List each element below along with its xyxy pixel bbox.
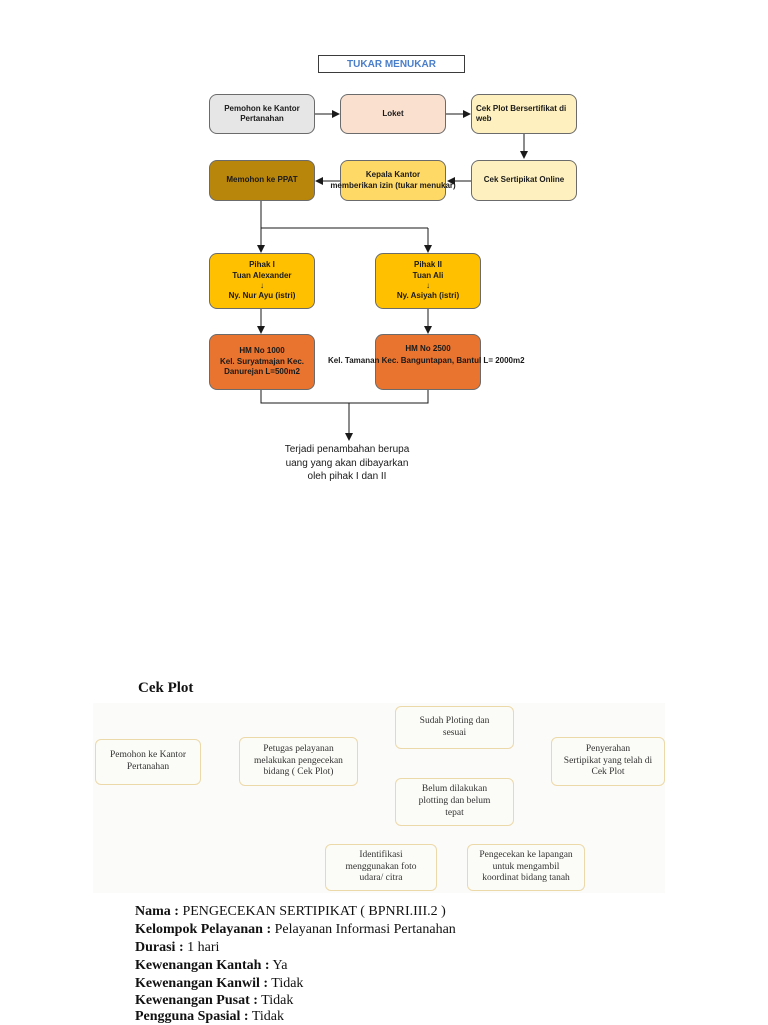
cp-node-identifikasi: Identifikasi menggunakan foto udara/ cit… bbox=[325, 844, 437, 891]
cp-node-petugas: Petugas pelayanan melakukan pengecekan b… bbox=[239, 737, 358, 786]
node-memohon-ppat: Memohon ke PPAT bbox=[209, 160, 315, 201]
info-durasi-label: Durasi : bbox=[135, 940, 184, 955]
info-pusat-value: Tidak bbox=[257, 993, 294, 1008]
node-pihak-1: Pihak I Tuan Alexander ↓ Ny. Nur Ayu (is… bbox=[209, 253, 315, 309]
flowchart-title: TUKAR MENUKAR bbox=[318, 55, 465, 73]
node-cek-plot-web: Cek Plot Bersertifikat di web bbox=[471, 94, 577, 134]
info-durasi: Durasi : 1 hari bbox=[135, 940, 219, 956]
info-spasial-value: Tidak bbox=[248, 1009, 285, 1024]
node-hm-1000: HM No 1000 Kel. Suryatmajan Kec. Danurej… bbox=[209, 334, 315, 390]
info-kanwil-value: Tidak bbox=[268, 976, 304, 991]
cp-node-sudah-ploting: Sudah Ploting dan sesuai bbox=[395, 706, 514, 749]
node-hm-2500: HM No 2500 bbox=[375, 334, 481, 390]
info-nama-value: PENGECEKAN SERTIPIKAT ( BPNRI.III.2 ) bbox=[178, 904, 446, 919]
node-pemohon-kantor: Pemohon ke Kantor Pertanahan bbox=[209, 94, 315, 134]
node-loket: Loket bbox=[340, 94, 446, 134]
info-kantah-value: Ya bbox=[269, 958, 288, 973]
info-kantah-label: Kewenangan Kantah : bbox=[135, 958, 270, 973]
info-pengguna-spasial: Pengguna Spasial : Tidak bbox=[135, 1009, 284, 1025]
hm-2500-title: HM No 2500 bbox=[405, 344, 451, 353]
info-kewenangan-pusat: Kewenangan Pusat : Tidak bbox=[135, 993, 293, 1009]
info-pusat-label: Kewenangan Pusat : bbox=[135, 993, 258, 1008]
node-cek-sertipikat-online: Cek Sertipikat Online bbox=[471, 160, 577, 201]
cp-node-pengecekan-lapangan: Pengecekan ke lapangan untuk mengambil k… bbox=[467, 844, 585, 891]
cp-node-penyerahan: Penyerahan Sertipikat yang telah di Cek … bbox=[551, 737, 665, 786]
connector-ppat-split bbox=[260, 201, 428, 229]
info-nama-label: Nama : bbox=[135, 904, 179, 919]
connector-hm-merge bbox=[260, 390, 429, 404]
info-kewenangan-kanwil: Kewenangan Kanwil : Tidak bbox=[135, 976, 303, 992]
info-kewenangan-kantah: Kewenangan Kantah : Ya bbox=[135, 958, 287, 974]
info-kelompok-label: Kelompok Pelayanan : bbox=[135, 922, 272, 937]
info-nama: Nama : PENGECEKAN SERTIPIKAT ( BPNRI.III… bbox=[135, 904, 446, 920]
cek-plot-heading: Cek Plot bbox=[138, 680, 194, 696]
info-spasial-label: Pengguna Spasial : bbox=[135, 1009, 249, 1024]
info-kelompok: Kelompok Pelayanan : Pelayanan Informasi… bbox=[135, 922, 456, 938]
cp-node-belum-ploting: Belum dilakukan plotting dan belum tepat bbox=[395, 778, 514, 826]
node-kepala-kantor: Kepala Kantor memberikan izin (tukar men… bbox=[330, 160, 456, 201]
cp-node-pemohon: Pemohon ke Kantor Pertanahan bbox=[95, 739, 201, 785]
info-durasi-value: 1 hari bbox=[183, 940, 220, 955]
info-kanwil-label: Kewenangan Kanwil : bbox=[135, 976, 269, 991]
flowchart-note: Terjadi penambahan berupa uang yang akan… bbox=[284, 444, 410, 482]
info-kelompok-value: Pelayanan Informasi Pertanahan bbox=[271, 922, 456, 937]
hm-2500-detail: Kel. Tamanan Kec. Banguntapan, Bantul L=… bbox=[328, 356, 525, 365]
node-pihak-2: Pihak II Tuan Ali ↓ Ny. Asiyah (istri) bbox=[375, 253, 481, 309]
